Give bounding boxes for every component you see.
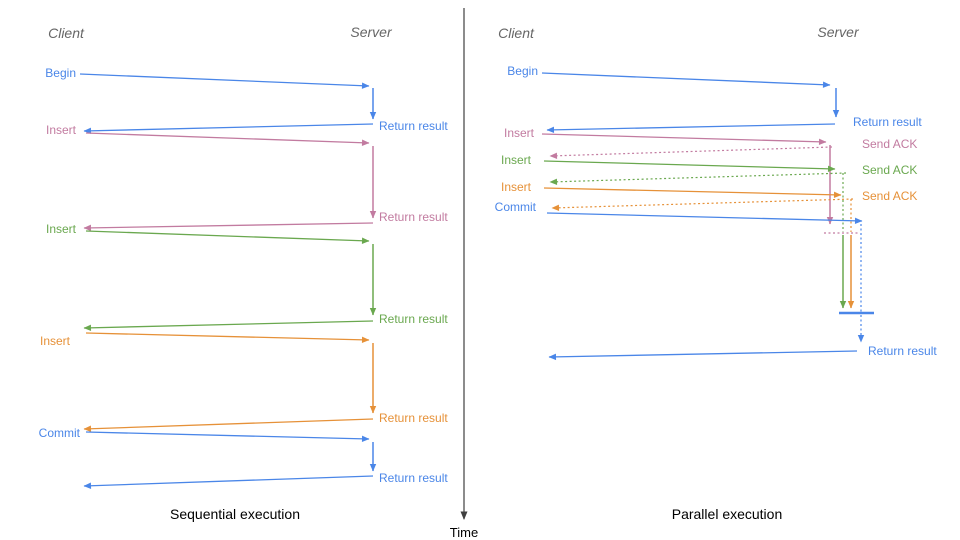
ack-arrow	[551, 198, 854, 211]
panel-title-sequential: Sequential execution	[170, 506, 300, 522]
message-label: Insert	[504, 126, 535, 140]
request-arrow	[85, 332, 370, 344]
client-column-label: Client	[48, 25, 85, 41]
request-arrow	[546, 212, 863, 225]
ack-label: Send ACK	[862, 163, 917, 177]
message-label: Insert	[46, 123, 77, 137]
response-arrow	[548, 350, 858, 361]
seq-message-commit: Commit Return result	[39, 426, 448, 489]
request-arrow	[79, 73, 370, 89]
request-arrow	[541, 133, 827, 146]
par-message-insert-3: Insert Send ACK	[501, 180, 917, 309]
parallel-panel: Client Server Begin Return result Insert…	[495, 24, 938, 522]
message-label: Insert	[46, 222, 77, 236]
ack-arrow	[549, 172, 847, 185]
client-column-label: Client	[498, 25, 535, 41]
time-axis-label: Time	[450, 525, 478, 540]
response-arrow	[83, 475, 374, 489]
ack-arrow	[549, 146, 833, 159]
message-label: Insert	[501, 153, 532, 167]
response-label: Return result	[853, 115, 922, 129]
response-arrow	[83, 418, 374, 432]
request-arrow	[85, 132, 370, 146]
request-arrow	[541, 72, 831, 88]
seq-message-insert-3: Insert Return result	[40, 332, 448, 432]
message-label: Commit	[495, 200, 537, 214]
time-axis: Time	[450, 8, 478, 540]
response-label: Return result	[379, 210, 448, 224]
message-label: Insert	[40, 334, 71, 348]
server-column-label: Server	[817, 24, 860, 40]
response-arrow	[83, 222, 374, 232]
response-label: Return result	[379, 411, 448, 425]
seq-message-begin: Begin Return result	[45, 66, 448, 135]
message-label: Begin	[507, 64, 538, 78]
request-arrow	[85, 230, 370, 244]
seq-message-insert-2: Insert Return result	[46, 222, 448, 332]
panel-title-parallel: Parallel execution	[672, 506, 783, 522]
response-arrow	[83, 320, 374, 332]
request-arrow	[85, 431, 370, 443]
response-label: Return result	[379, 471, 448, 485]
sequential-panel: Client Server Begin Return result Insert…	[39, 24, 449, 522]
par-message-insert-1: Insert Send ACK	[504, 126, 917, 234]
response-arrow	[546, 123, 836, 134]
request-arrow	[543, 187, 842, 199]
par-message-insert-2: Insert Send ACK	[501, 153, 917, 309]
response-label: Return result	[868, 344, 937, 358]
message-label: Begin	[45, 66, 76, 80]
response-label: Return result	[379, 312, 448, 326]
par-message-begin: Begin Return result	[507, 64, 922, 134]
ack-label: Send ACK	[862, 137, 917, 151]
message-label: Insert	[501, 180, 532, 194]
seq-message-insert-1: Insert Return result	[46, 123, 448, 232]
server-column-label: Server	[350, 24, 393, 40]
message-label: Commit	[39, 426, 81, 440]
par-message-commit: Commit Return result	[495, 200, 937, 361]
response-arrow	[83, 123, 374, 135]
response-label: Return result	[379, 119, 448, 133]
ack-label: Send ACK	[862, 189, 917, 203]
request-arrow	[543, 160, 836, 173]
